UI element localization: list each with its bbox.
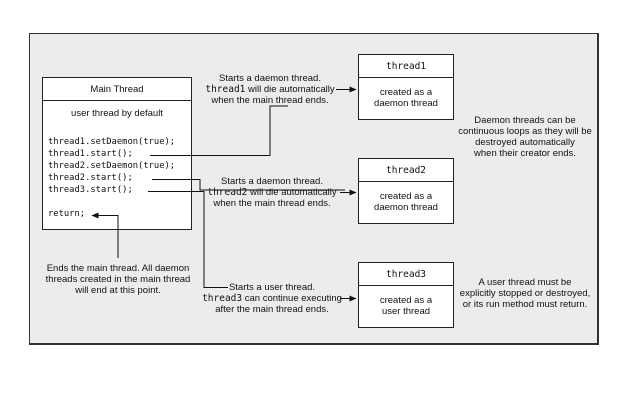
- annotation-thread2-line3: when the main thread ends.: [213, 198, 331, 209]
- thread3-name: thread3: [359, 263, 453, 286]
- main-thread-subtitle: user thread by default: [71, 108, 163, 119]
- thread3-desc-line1: created as a: [379, 295, 433, 306]
- annotation-thread2-line1: Starts a daemon thread.: [221, 176, 323, 187]
- annotation-thread1-code: thread1: [205, 84, 246, 95]
- thread2-desc-line1: created as a: [379, 191, 433, 202]
- thread2-box: thread2 created as a daemon thread: [358, 158, 454, 224]
- annotation-thread3-line1: Starts a user thread.: [228, 282, 316, 293]
- thread2-desc-line2: daemon thread: [374, 202, 438, 213]
- annotation-thread1-line3: when the main thread ends.: [211, 95, 329, 106]
- code-line-5: thread3.start();: [48, 185, 133, 195]
- daemon-note-line1: Daemon threads can be: [474, 115, 576, 126]
- user-note-line1: A user thread must be: [478, 277, 572, 288]
- main-thread-box: Main Thread user thread by default threa…: [42, 77, 192, 230]
- code-line-3: thread2.setDaemon(true);: [48, 161, 176, 171]
- daemon-note-line3: destroyed automatically: [475, 137, 575, 148]
- code-line-2: thread1.start();: [48, 149, 133, 159]
- annotation-thread1-line2: thread1 will die automatically: [200, 84, 340, 95]
- thread1-desc-line1: created as a: [379, 87, 433, 98]
- code-line-1: thread1.setDaemon(true);: [48, 137, 176, 147]
- connector-thread2: [152, 179, 345, 191]
- user-note-line2: explicitly stopped or destroyed,: [459, 288, 591, 299]
- thread1-desc-line2: daemon thread: [374, 98, 438, 109]
- user-note-line3: or its run method must return.: [462, 299, 588, 310]
- annotation-thread1-line1: Starts a daemon thread.: [219, 73, 321, 84]
- annotation-thread1-rest: will die automatically: [245, 84, 335, 95]
- daemon-note-line4: when their creator ends.: [474, 148, 576, 159]
- thread3-desc-line2: user thread: [381, 306, 431, 317]
- code-line-return: return;: [48, 209, 86, 219]
- annotation-thread2-line2: thread2 will die automatically: [202, 187, 342, 198]
- annotation-ends-line3: will end at this point.: [75, 285, 161, 296]
- thread1-box: thread1 created as a daemon thread: [358, 54, 454, 120]
- annotation-ends-line1: Ends the main thread. All daemon: [46, 263, 190, 274]
- annotation-thread3-line2: thread3 can continue executing: [202, 293, 342, 304]
- main-thread-title: Main Thread: [43, 78, 191, 101]
- thread3-box: thread3 created as a user thread: [358, 262, 454, 328]
- thread1-name: thread1: [359, 55, 453, 78]
- thread2-name: thread2: [359, 159, 453, 182]
- annotation-thread2-rest: will die automatically: [247, 187, 337, 198]
- annotation-ends-line2: threads created in the main thread: [45, 274, 191, 285]
- connector-thread1: [150, 105, 288, 156]
- connector-return: [91, 212, 119, 258]
- annotation-thread3-code: thread3: [202, 293, 243, 304]
- daemon-note-line2: continuous loops as they will be: [458, 126, 592, 137]
- code-line-4: thread2.start();: [48, 173, 133, 183]
- annotation-thread3-rest: can continue executing: [242, 293, 342, 304]
- connector-thread3: [148, 191, 228, 288]
- annotation-thread3-line3: after the main thread ends.: [215, 304, 329, 315]
- annotation-thread2-code: thread2: [207, 187, 248, 198]
